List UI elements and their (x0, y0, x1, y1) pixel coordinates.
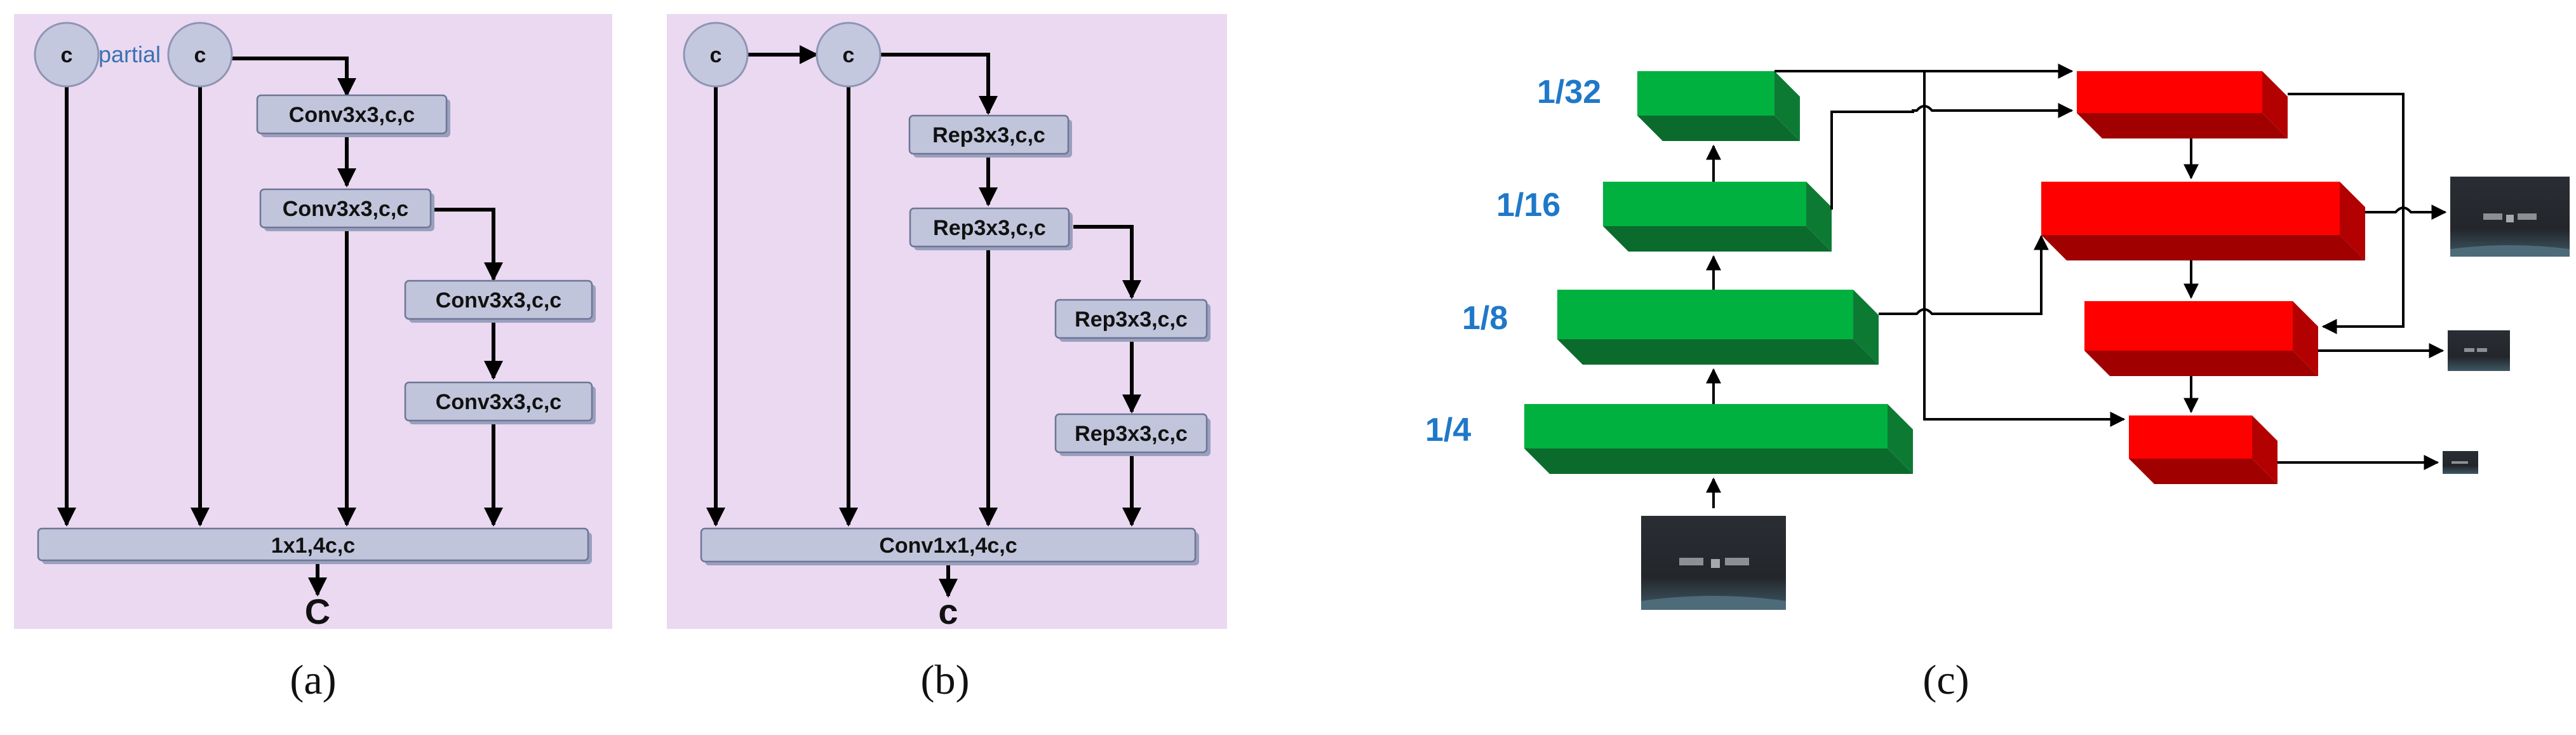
output-image-medium (2448, 330, 2510, 371)
panel-b-rep-label-4: Rep3x3,c,c (1075, 422, 1188, 446)
output-image-small (2443, 451, 2478, 474)
panel-a-conv-label-3: Conv3x3,c,c (436, 288, 561, 313)
panel-b-input-label-1: c (710, 43, 722, 67)
panel-b-rep-box-2 (909, 207, 1070, 248)
panel-b-fuse-box (700, 527, 1197, 563)
panel-b: c c Rep3x3,c,c Rep3x3,c,c Rep3x3,c,c Rep… (667, 14, 1227, 631)
panel-a-input-node-1 (34, 22, 100, 88)
panel-b-connections (706, 45, 1141, 598)
panel-a-conv-label-1: Conv3x3,c,c (289, 103, 415, 127)
panel-a: c c partial Conv3x3,c,c Conv3x3,c,c Conv… (14, 14, 612, 631)
backbone-block-1-32 (1637, 71, 1800, 141)
input-image (1641, 516, 1786, 610)
panel-a-input-node-2 (167, 22, 233, 88)
panel-a-conv-box-4 (404, 381, 593, 422)
backbone-block-1-16 (1603, 182, 1832, 252)
panel-b-rep-label-3: Rep3x3,c,c (1075, 307, 1188, 332)
neck-block-1 (2077, 71, 2288, 138)
panel-b-input-label-2: c (843, 43, 855, 67)
panel-c-connections (1706, 64, 2447, 508)
panel-a-output-label: C (305, 591, 330, 631)
panel-a-connections (57, 57, 503, 597)
panel-a-input-label-2: c (194, 43, 206, 67)
scale-label-1-4: 1/4 (1425, 412, 1471, 448)
panel-b-input-node-2 (815, 22, 882, 88)
neck-block-3 (2084, 301, 2318, 376)
panel-b-rep-label-2: Rep3x3,c,c (933, 216, 1046, 240)
panel-a-partial-label: partial (98, 41, 161, 67)
panel-a-caption: (a) (290, 657, 336, 703)
panel-b-output-label: c (938, 591, 958, 631)
panel-c: 1/32 1/16 1/8 1/4 (1425, 64, 2570, 610)
panel-a-fuse-box (37, 527, 589, 562)
scale-label-1-8: 1/8 (1462, 300, 1508, 337)
panel-a-input-label-1: c (61, 43, 73, 67)
scale-label-1-16: 1/16 (1496, 187, 1560, 224)
panel-b-rep-box-4 (1054, 413, 1208, 454)
panel-a-conv-box-3 (404, 280, 593, 320)
panel-a-conv-label-4: Conv3x3,c,c (436, 390, 561, 414)
panel-c-caption: (c) (1922, 657, 1969, 703)
panel-b-rep-box-1 (908, 114, 1070, 155)
scale-label-1-32: 1/32 (1537, 74, 1601, 111)
panel-a-conv-box-2 (259, 188, 432, 229)
panel-a-fuse-label: 1x1,4c,c (271, 534, 355, 558)
output-image-large (2450, 177, 2570, 257)
panel-b-rep-label-1: Rep3x3,c,c (932, 123, 1045, 147)
backbone-block-1-8 (1557, 290, 1879, 365)
backbone-block-1-4 (1524, 404, 1913, 474)
neck-block-4 (2129, 415, 2277, 484)
panel-b-fuse-label: Conv1x1,4c,c (879, 534, 1017, 558)
panel-b-input-node-1 (683, 22, 749, 88)
panel-a-conv-box-1 (256, 94, 448, 135)
neck-block-2 (2041, 182, 2365, 260)
panel-a-conv-label-2: Conv3x3,c,c (283, 197, 408, 221)
panel-b-caption: (b) (921, 657, 970, 703)
panel-b-rep-box-3 (1054, 299, 1208, 339)
